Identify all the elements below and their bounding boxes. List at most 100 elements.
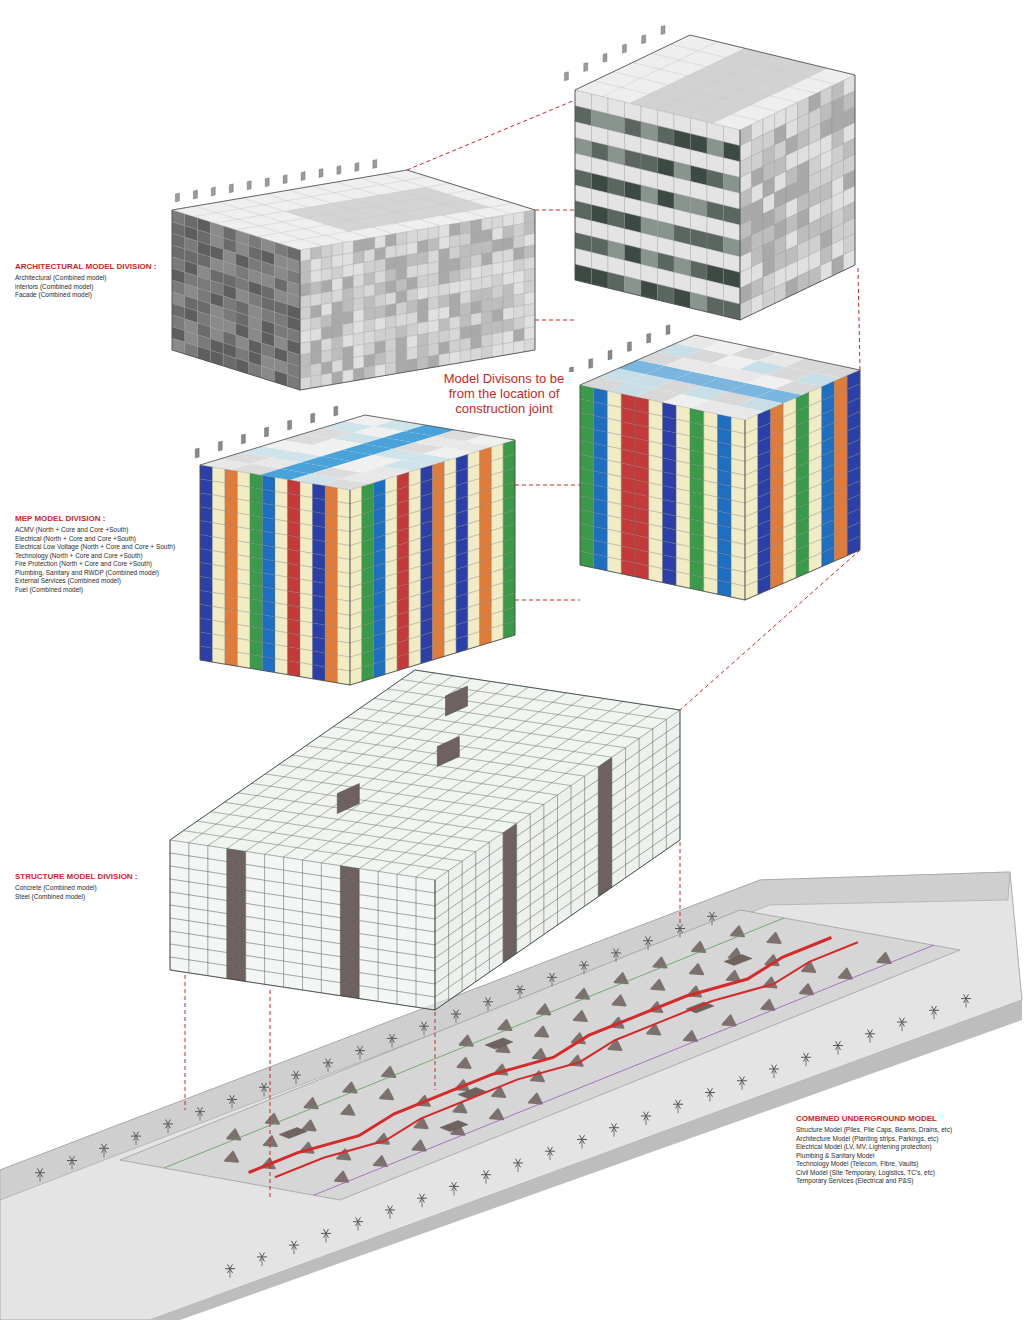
utility-line	[249, 938, 832, 1173]
mep-model-north-side	[263, 503, 276, 519]
palm-frond	[168, 1120, 171, 1124]
palm-tree	[641, 1112, 651, 1125]
palm-trunk	[646, 1116, 647, 1125]
pile-cap	[802, 962, 815, 972]
architectural-model-north-side	[332, 359, 343, 373]
palm-frond	[614, 949, 617, 953]
pile-cap	[380, 1089, 393, 1099]
mep-model-north-side	[313, 665, 326, 681]
mep-model-north-side	[338, 627, 351, 643]
architectural-model-north-side	[300, 307, 311, 321]
mep-model-north-side	[213, 606, 226, 622]
mep-model-north-side	[250, 529, 263, 545]
palm-frond	[486, 1170, 489, 1174]
mep-model-north-side	[225, 609, 238, 625]
structure-model-side	[585, 884, 599, 906]
palm-trunk	[648, 941, 649, 950]
mep-model-north-side	[503, 621, 515, 639]
palm-tree	[67, 1156, 77, 1169]
mep-model-north-side	[313, 651, 326, 667]
mep-model-north-side	[263, 531, 276, 547]
mep-model-north-side	[238, 485, 251, 501]
architectural-model-north-side	[332, 348, 343, 362]
architectural-model-north-side	[343, 346, 354, 360]
palm-frond	[740, 1076, 743, 1080]
mep-model-north-side	[300, 537, 313, 553]
palm-frond	[676, 1100, 679, 1104]
palm-trunk	[230, 1269, 231, 1278]
mep-model-north-side	[213, 551, 226, 567]
mep-model-north-side	[288, 577, 301, 593]
palm-trunk	[454, 1186, 455, 1195]
structure-model-side	[530, 921, 544, 944]
palm-trunk	[456, 1014, 457, 1023]
palm-tree	[865, 1029, 875, 1042]
mep-model-north-side	[263, 587, 276, 603]
mep-model-north-side	[238, 597, 251, 613]
structure-model-side	[449, 978, 463, 1001]
palm-frond	[392, 1034, 395, 1038]
mep-model-north-side	[325, 486, 338, 502]
palm-trunk	[232, 1099, 233, 1108]
palm-trunk	[806, 1057, 807, 1066]
mep-model-north-side	[313, 540, 326, 556]
mep-model-north-side	[238, 583, 251, 599]
mep-model-north-side	[374, 660, 386, 678]
mep-model-north-side	[325, 500, 338, 516]
pile-cap	[415, 1118, 428, 1128]
roof-fin	[666, 325, 670, 335]
mep-model-north-side	[300, 579, 313, 595]
pile-cap	[490, 1109, 503, 1119]
structure-model-side	[598, 874, 612, 897]
mep-model-north-side	[200, 632, 213, 648]
mep-model-north-side	[325, 542, 338, 558]
palm-trunk	[294, 1245, 295, 1254]
palm-frond	[70, 1156, 73, 1160]
mep-model-north-side	[313, 567, 326, 583]
mep-model-north-side	[313, 623, 326, 639]
palm-frond	[360, 1046, 363, 1050]
palm-trunk	[742, 1081, 743, 1090]
palm-trunk	[710, 1092, 711, 1101]
palm-frond	[710, 912, 713, 916]
palm-frond	[774, 1065, 777, 1069]
palm-frond	[678, 924, 681, 928]
palm-trunk	[520, 990, 521, 999]
architectural-model-north-side	[343, 253, 354, 267]
mep-model-north-side	[225, 483, 238, 499]
palm-frond	[390, 1206, 393, 1210]
palm-frond	[358, 1046, 361, 1050]
mep-model-north-side	[275, 575, 288, 591]
mep-model-north-side	[288, 521, 301, 537]
mep-model-north-side	[325, 667, 338, 683]
architectural-model-north-side	[321, 361, 332, 375]
palm-tree	[577, 1135, 587, 1148]
mep-model-north-side	[200, 549, 213, 565]
palm-frond	[230, 1095, 233, 1099]
mep-model-north-side	[288, 507, 301, 523]
mep-model-north-side	[275, 505, 288, 521]
palm-trunk	[712, 916, 713, 925]
mep-model-north-side	[325, 528, 338, 544]
palm-frond	[518, 1159, 521, 1163]
mep-model-north-side	[300, 496, 313, 512]
architectural-model-north-side	[300, 248, 311, 262]
mep-model-north-side	[225, 595, 238, 611]
palm-trunk	[518, 1163, 519, 1172]
pile-cap	[533, 1049, 546, 1059]
palm-frond	[358, 1217, 361, 1221]
architectural-model-north-side	[343, 334, 354, 348]
pile-cap	[727, 971, 740, 981]
architectural-model-north-side	[332, 336, 343, 349]
structure-model-outline	[170, 670, 680, 1010]
mep-model-north-side	[300, 565, 313, 581]
pile-cap	[761, 1000, 774, 1010]
pile-cap	[651, 980, 664, 990]
palm-tree	[355, 1046, 365, 1059]
architectural-model-north-side	[321, 245, 332, 259]
pile-cap	[458, 1058, 471, 1068]
mep-model-north-side	[288, 661, 301, 677]
mep-model-north-side	[213, 481, 226, 497]
palm-frond	[420, 1194, 423, 1198]
mep-model-north-side	[213, 620, 226, 636]
